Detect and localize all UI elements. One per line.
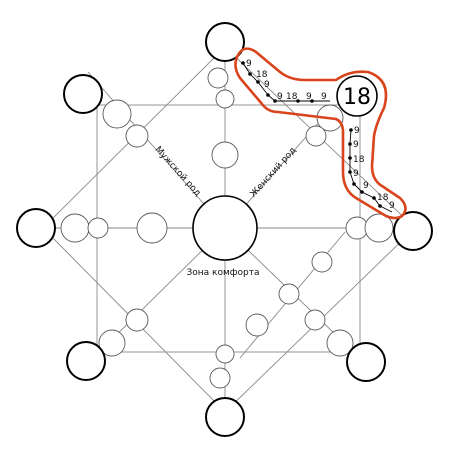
chain-dot <box>372 196 376 200</box>
outer-node-left <box>16 208 56 248</box>
top-chain-number: 9 <box>246 59 252 69</box>
right-chain-number: 9 <box>353 169 359 179</box>
outer-node-bottom <box>205 397 245 437</box>
node <box>209 367 231 389</box>
label-comfort-zone: Зона комфорта <box>187 268 260 278</box>
outer-node-top-left <box>63 74 103 114</box>
chain-dot <box>248 72 252 76</box>
label-female: Женский род <box>249 146 299 200</box>
right-chain-number: 9 <box>354 126 360 136</box>
node <box>305 125 327 147</box>
highlighted-node <box>336 75 378 117</box>
right-chain: 9 9 18 9 9 18 9 <box>348 126 395 213</box>
chain-dot <box>273 99 277 103</box>
highlighted-node-number: 18 <box>343 85 371 110</box>
right-chain-number: 9 <box>353 140 359 150</box>
top-chain-number: 9 <box>264 80 270 90</box>
right-chain-number: 9 <box>363 181 369 191</box>
top-chain-number: 18 <box>286 92 298 102</box>
node <box>364 213 394 243</box>
node <box>125 124 149 148</box>
chain-dot <box>266 93 270 97</box>
center-node <box>192 195 258 261</box>
small-nodes <box>60 67 394 389</box>
label-male: Мужской род <box>153 145 203 199</box>
chain-dot <box>310 99 314 103</box>
chain-dot <box>352 182 356 186</box>
highlight-outline <box>234 47 407 220</box>
right-chain-number: 18 <box>353 155 365 165</box>
node <box>326 329 354 357</box>
chain-dot <box>348 156 352 160</box>
chain-dot <box>241 61 245 65</box>
node <box>98 329 126 357</box>
outer-node-bottom-left <box>66 341 106 381</box>
outer-node-right <box>393 211 433 251</box>
diagonal-top-left <box>87 71 226 229</box>
node <box>87 217 109 239</box>
top-chain-number: 18 <box>256 70 268 80</box>
chain-dot <box>360 190 364 194</box>
node <box>136 212 168 244</box>
node <box>102 99 132 129</box>
chain-dot <box>378 204 382 208</box>
outer-node-bottom-right <box>346 342 386 382</box>
top-chain-number: 9 <box>277 92 283 102</box>
node <box>304 309 326 331</box>
chain-dot <box>296 99 300 103</box>
right-chain-number: 18 <box>377 193 389 203</box>
top-chain-number: 9 <box>321 92 327 102</box>
node <box>60 213 90 243</box>
chain-dot <box>348 142 352 146</box>
chain-dot <box>256 80 260 84</box>
top-chain: 9 18 9 9 18 9 9 <box>241 59 330 103</box>
right-chain-number: 9 <box>389 201 395 211</box>
node <box>311 251 333 273</box>
outer-node-top <box>205 22 245 62</box>
chain-dot <box>348 170 352 174</box>
node <box>211 141 239 169</box>
node <box>278 283 300 305</box>
node <box>215 89 235 109</box>
outer-nodes <box>16 22 433 437</box>
node <box>125 308 149 332</box>
top-chain-number: 9 <box>306 92 312 102</box>
node <box>207 67 229 89</box>
node <box>245 313 269 337</box>
chain-dot <box>349 128 353 132</box>
node <box>215 344 235 364</box>
